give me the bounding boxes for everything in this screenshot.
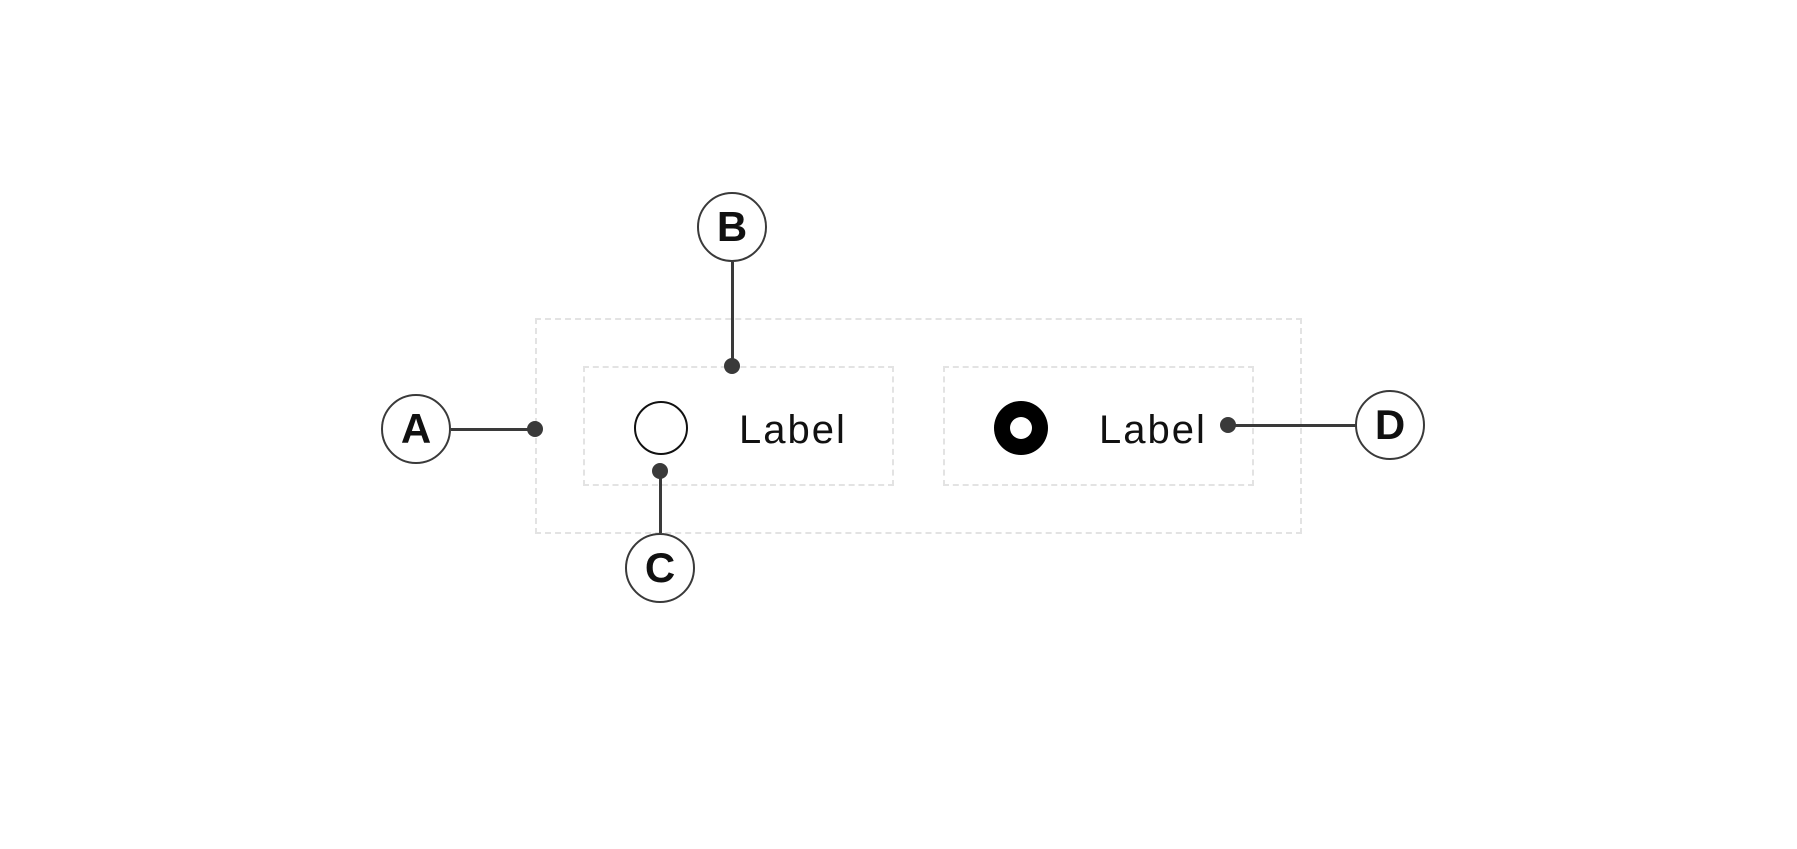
callout-b-line: [731, 262, 734, 366]
callout-d-dot: [1220, 417, 1236, 433]
callout-c-marker: C: [625, 533, 695, 603]
callout-d-marker: D: [1355, 390, 1425, 460]
radio-button-selected[interactable]: [994, 401, 1048, 455]
callout-b-marker: B: [697, 192, 767, 262]
callout-a-dot: [527, 421, 543, 437]
callout-d-line: [1228, 424, 1356, 427]
callout-c-dot: [652, 463, 668, 479]
radio-button-unselected[interactable]: [634, 401, 688, 455]
callout-c-line: [659, 471, 662, 533]
callout-a-marker: A: [381, 394, 451, 464]
callout-a-line: [451, 428, 535, 431]
radio-label-first: Label: [739, 408, 847, 452]
callout-b-dot: [724, 358, 740, 374]
radio-label-second: Label: [1099, 408, 1207, 452]
